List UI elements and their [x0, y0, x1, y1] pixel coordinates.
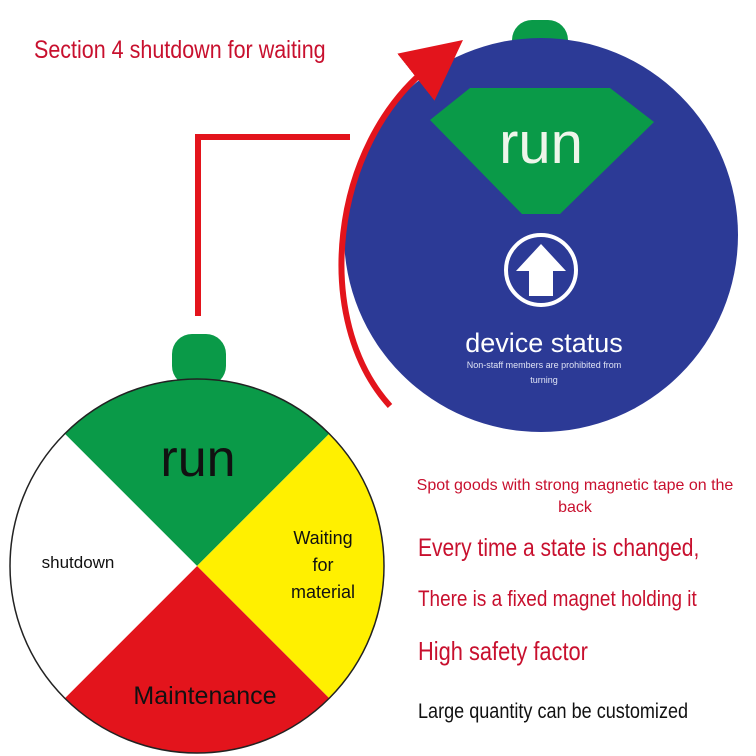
connector-line: [195, 134, 350, 316]
maintenance-label: Maintenance: [133, 682, 276, 710]
feature-line-1: Every time a state is changed,: [418, 534, 700, 562]
segment-maintenance: [10, 566, 384, 753]
warning-line-2: turning: [530, 375, 558, 385]
headline: Section 4 shutdown for waiting: [34, 36, 326, 64]
feature-line-3: High safety factor: [418, 636, 588, 666]
waiting-label-3: material: [291, 582, 355, 602]
feature-line-4: Large quantity can be customized: [418, 700, 689, 723]
segment-run: [10, 379, 384, 566]
front-run-label: run: [160, 430, 235, 488]
rotation-arrow: [338, 39, 463, 409]
front-disc: run shutdown Waiting for material Mainte…: [9, 334, 385, 754]
segment-shutdown: [10, 379, 197, 753]
feature-line-2: There is a fixed magnet holding it: [418, 586, 697, 611]
front-disc-tab: [172, 334, 226, 386]
shutdown-label: shutdown: [42, 553, 115, 572]
segment-waiting: [197, 379, 384, 753]
waiting-label-1: Waiting: [293, 528, 352, 548]
back-run-window: [430, 88, 654, 214]
back-run-label: run: [499, 111, 583, 176]
up-arrow-icon: [504, 233, 578, 307]
device-status-title: device status: [465, 328, 623, 358]
magnetic-tape-note: Spot goods with strong magnetic tape on …: [416, 477, 734, 516]
back-disc: run device status Non-staff members are …: [344, 20, 738, 432]
warning-line-1: Non-staff members are prohibited from: [467, 360, 621, 370]
waiting-label-2: for: [312, 555, 333, 575]
